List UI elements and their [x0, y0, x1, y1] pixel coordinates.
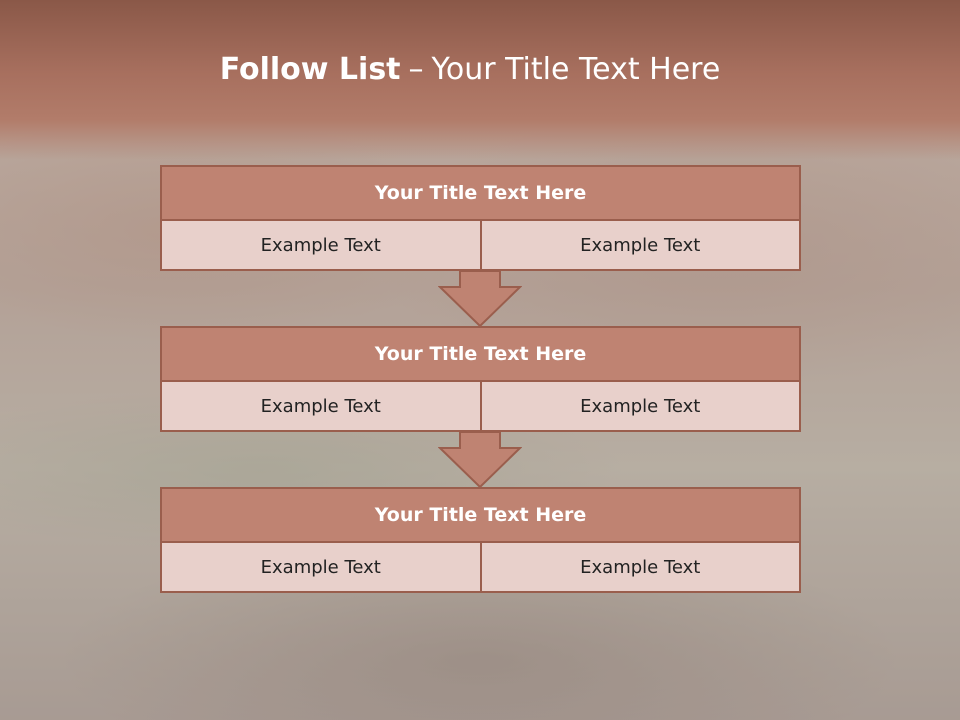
step-1-left-text: Example Text [160, 221, 482, 271]
step-row-3: Example Text Example Text [160, 543, 801, 593]
step-title-3: Your Title Text Here [160, 487, 801, 543]
step-3-right-text: Example Text [481, 543, 801, 593]
slide-title: Follow List–Your Title Text Here [0, 52, 940, 87]
step-2-left-text: Example Text [160, 382, 482, 432]
step-row-1: Example Text Example Text [160, 221, 801, 271]
slide-title-dash: – [408, 52, 424, 87]
step-1-right-text: Example Text [481, 221, 801, 271]
step-title-2: Your Title Text Here [160, 326, 801, 382]
slide-title-rest: Your Title Text Here [431, 52, 721, 87]
title-band [0, 0, 960, 160]
step-2-right-text: Example Text [481, 382, 801, 432]
step-block-2: Your Title Text Here Example Text Exampl… [160, 326, 801, 432]
step-block-1: Your Title Text Here Example Text Exampl… [160, 165, 801, 271]
down-arrow-icon [438, 431, 522, 489]
down-arrow-icon [438, 270, 522, 328]
step-3-left-text: Example Text [160, 543, 482, 593]
step-row-2: Example Text Example Text [160, 382, 801, 432]
slide-title-bold: Follow List [219, 52, 401, 87]
step-block-3: Your Title Text Here Example Text Exampl… [160, 487, 801, 593]
step-title-1: Your Title Text Here [160, 165, 801, 221]
